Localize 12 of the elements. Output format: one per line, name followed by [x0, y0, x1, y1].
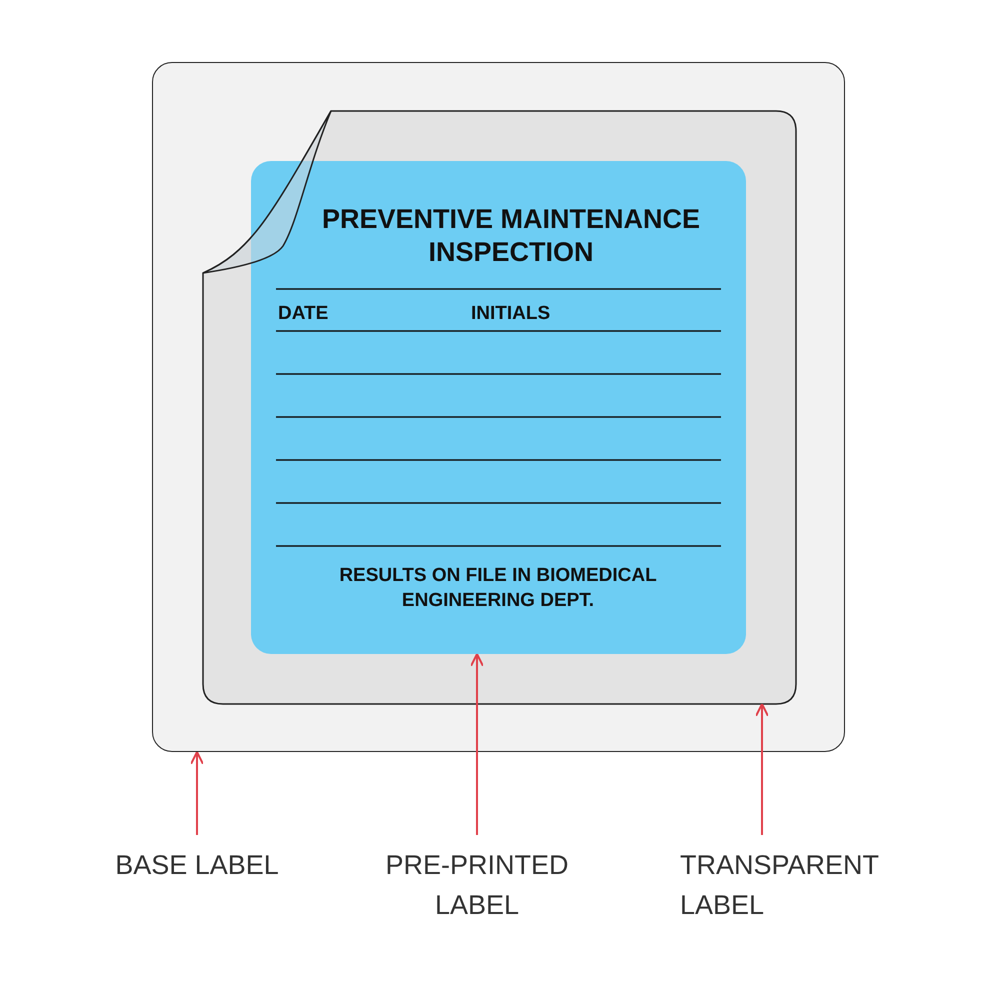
label-title: PREVENTIVE MAINTENANCE INSPECTION — [320, 203, 702, 269]
callout-label: PRE-PRINTED LABEL — [384, 849, 570, 922]
callout-label: BASE LABEL — [114, 849, 280, 882]
leader-arrow — [470, 653, 484, 835]
callout-label: TRANSPARENT LABEL — [680, 849, 880, 922]
footer-note: RESULTS ON FILE IN BIOMEDICAL ENGINEERING DEPT. — [339, 564, 657, 613]
column-heading: DATE — [278, 302, 330, 326]
pre-printed-label — [251, 161, 746, 654]
leader-arrow — [190, 751, 204, 835]
leader-arrow — [755, 703, 769, 835]
column-heading: INITIALS — [471, 302, 552, 326]
base-label — [152, 62, 845, 752]
